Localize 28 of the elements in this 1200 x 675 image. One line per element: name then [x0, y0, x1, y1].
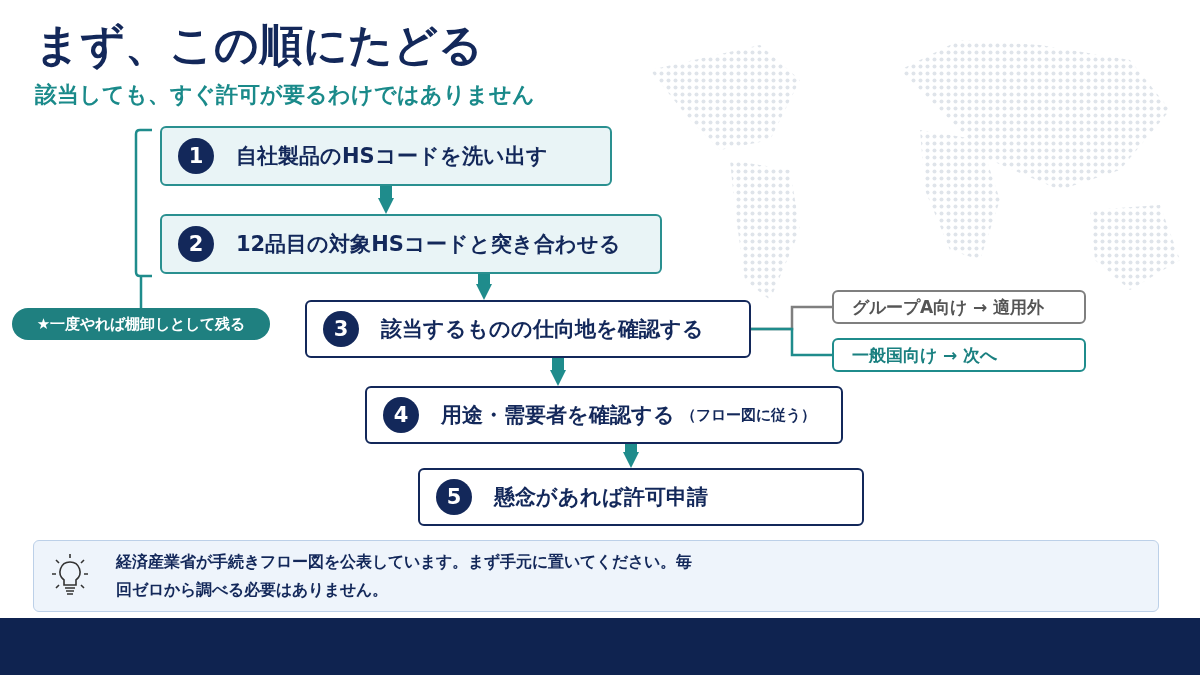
- step-note: （フロー図に従う）: [681, 405, 816, 425]
- step-number: 5: [436, 479, 472, 515]
- step-label: 12品目の対象HSコードと突き合わせる: [236, 231, 621, 258]
- step-label: 自社製品のHSコードを洗い出す: [236, 143, 548, 170]
- slide-subtitle: 該当しても、すぐ許可が要るわけではありません: [35, 81, 535, 109]
- arrow: [550, 358, 566, 386]
- step-label: 該当するものの仕向地を確認する: [381, 316, 704, 343]
- arrow: [378, 186, 394, 214]
- arrow: [476, 274, 492, 300]
- tip-text: 経済産業省が手続きフロー図を公表しています。まず手元に置いてください。毎回ゼロから調べる必要はありません。: [116, 551, 693, 601]
- note-pill: ★一度やれば棚卸しとして残る: [12, 308, 270, 340]
- arrow: [623, 444, 639, 468]
- step-label: 懸念があれば許可申請: [494, 484, 708, 511]
- step-box: [365, 386, 843, 444]
- tip-box: [33, 540, 1159, 612]
- step-number: 2: [178, 226, 214, 262]
- branch-box: グループA向け → 適用外: [832, 290, 1086, 324]
- step-box: [160, 126, 612, 186]
- step-box: [160, 214, 662, 274]
- step-box: [305, 300, 751, 358]
- slide-title: まず、この順にたどる: [35, 18, 483, 72]
- connector-line: [751, 327, 832, 357]
- branch-box: 一般国向け → 次へ: [832, 338, 1086, 372]
- step-number: 4: [383, 397, 419, 433]
- step-label: 用途・需要者を確認する: [441, 402, 675, 429]
- step-box: [418, 468, 864, 526]
- step-number: 3: [323, 311, 359, 347]
- step-number: 1: [178, 138, 214, 174]
